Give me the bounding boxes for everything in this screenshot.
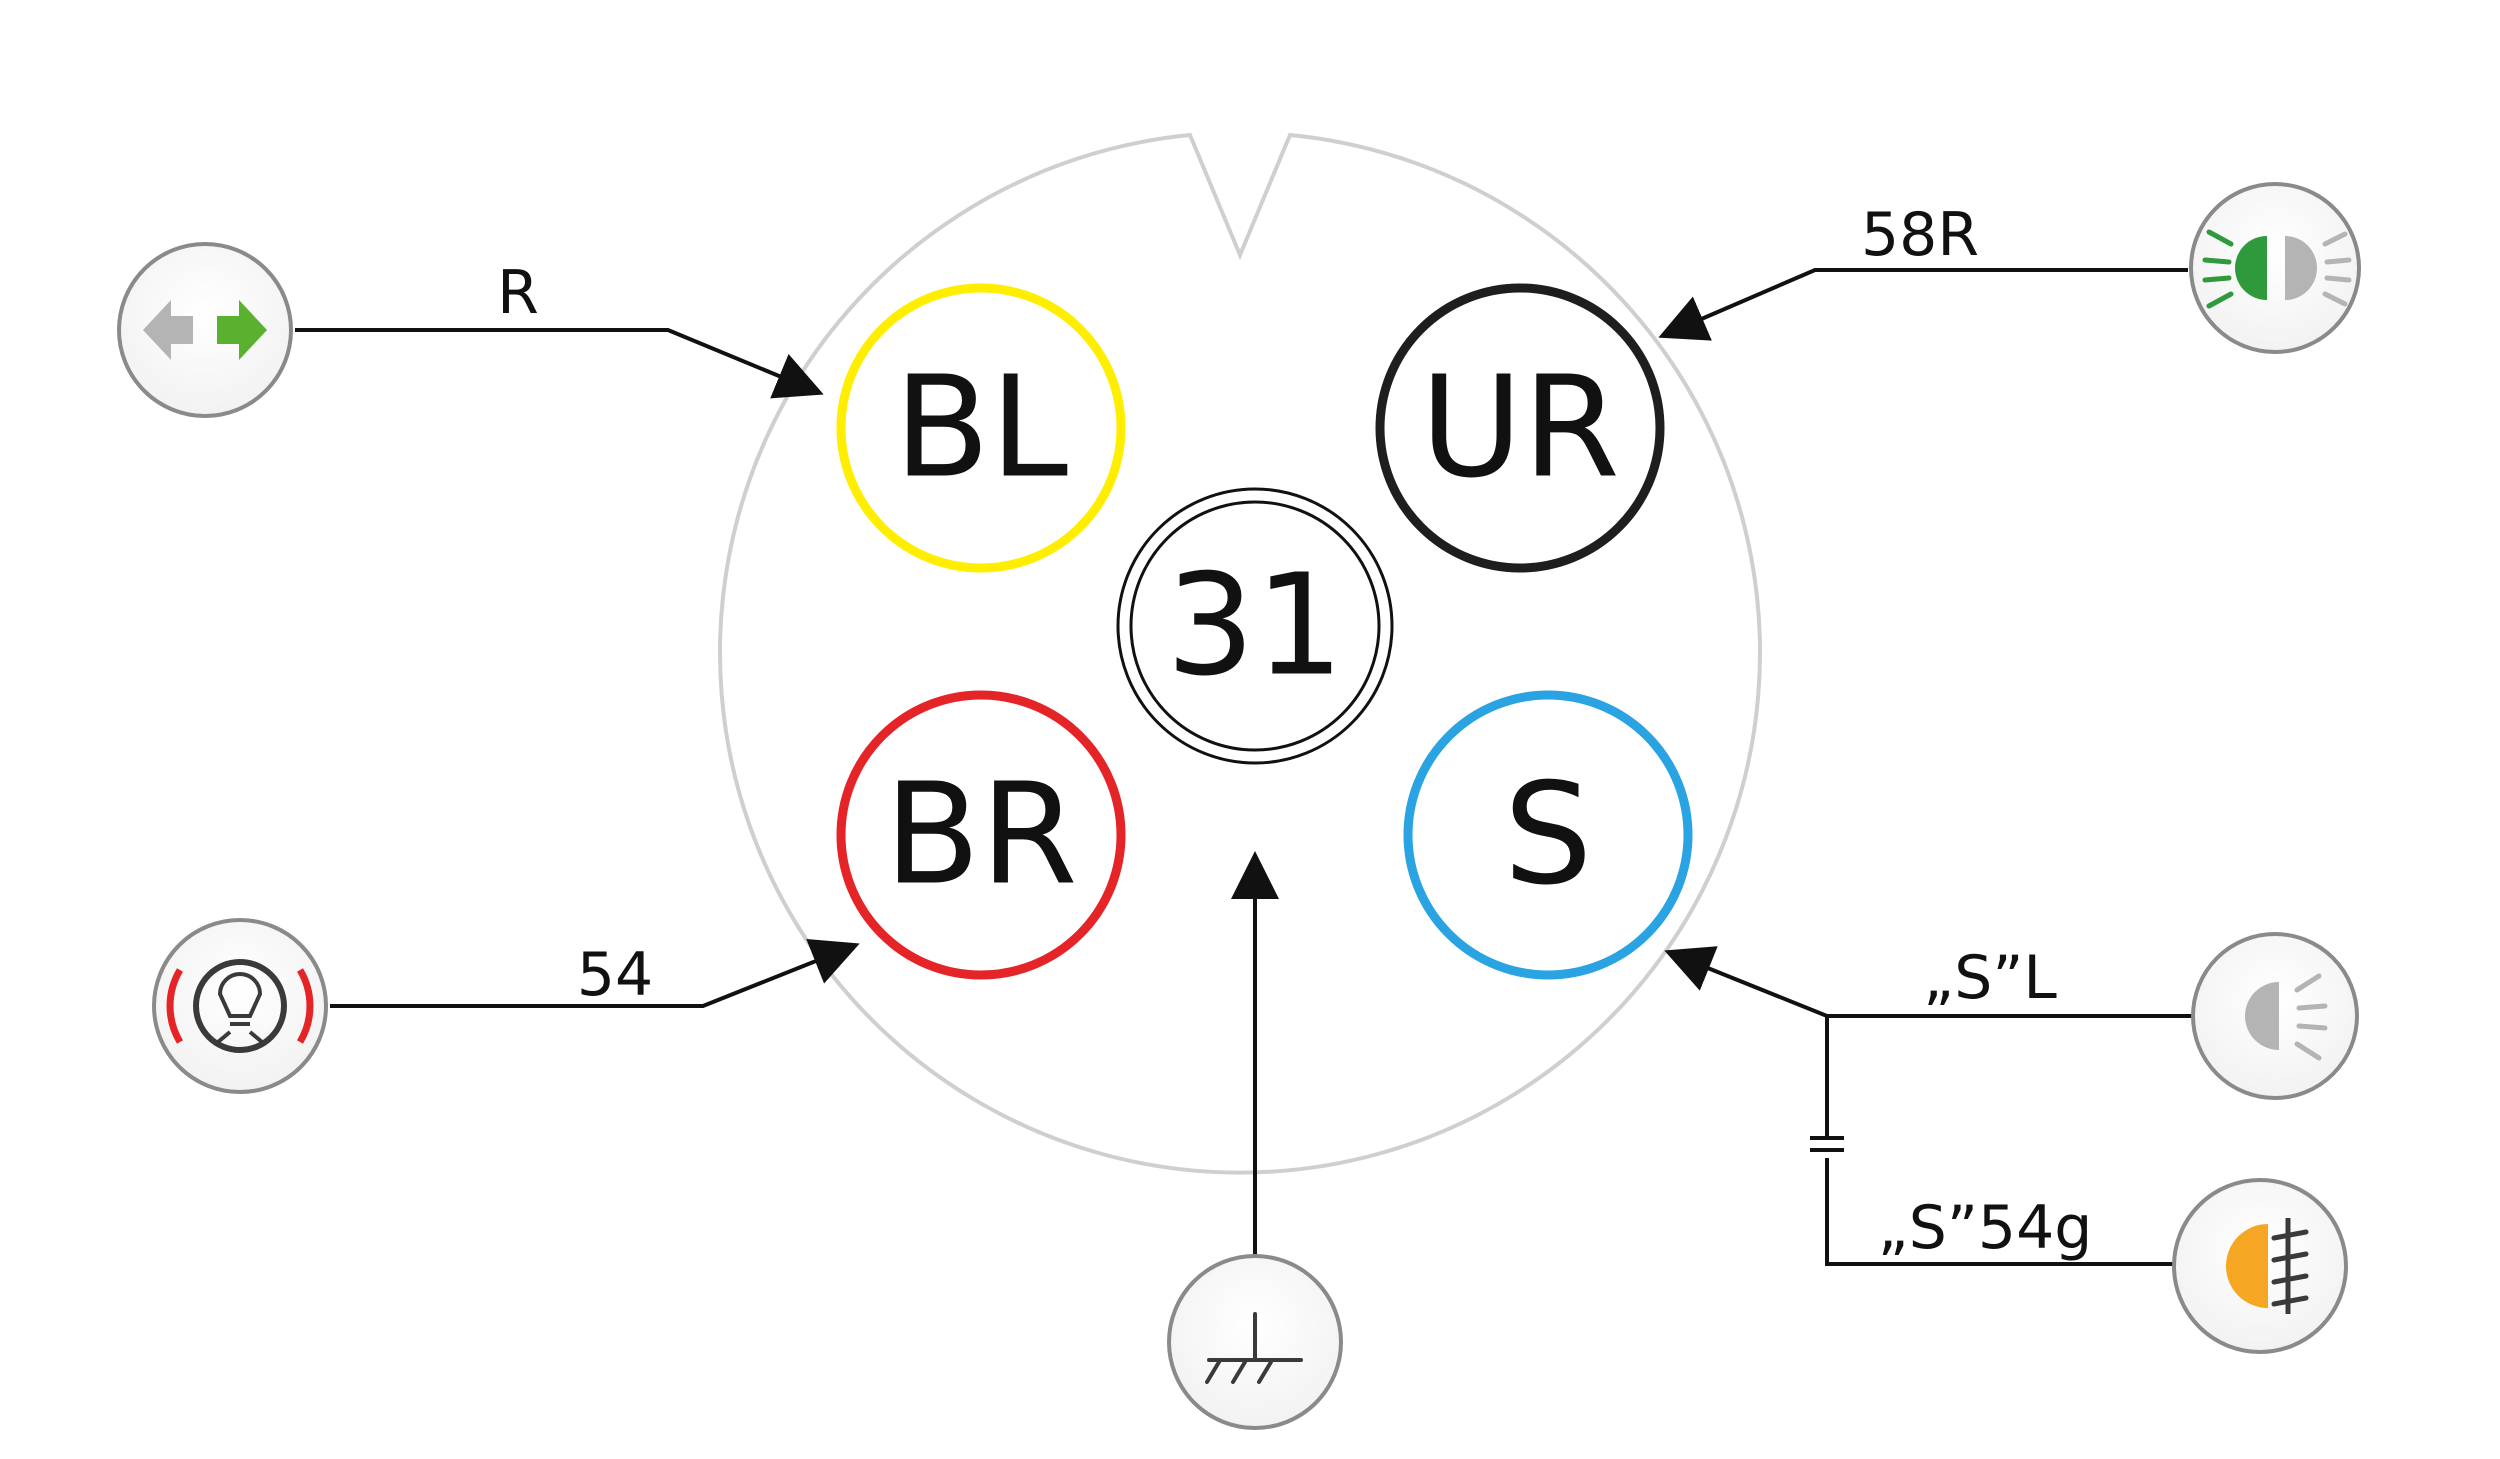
pin-31-label: 31 — [1166, 545, 1344, 708]
connector-outline — [718, 132, 1762, 1175]
pin-bl-label: BL — [894, 347, 1068, 510]
wire-sl-label: „S”L — [1923, 943, 2057, 1013]
turn-signal-icon — [117, 242, 293, 418]
wire-58r-label: 58R — [1861, 200, 1979, 270]
side-marker-light-icon — [2189, 182, 2361, 354]
pin-31-inner-ring — [1129, 500, 1381, 752]
wire-58r — [1658, 268, 2188, 341]
pin-31-outer-ring — [1116, 487, 1394, 765]
pin-bl-ring — [836, 283, 1126, 573]
pin-br-label: BR — [884, 754, 1077, 917]
pin-ur: UR — [1375, 283, 1665, 573]
pin-br: BR — [836, 690, 1126, 980]
tail-light-icon — [2191, 932, 2359, 1100]
wire-s54g — [1825, 1158, 2175, 1266]
wire-54-label: 54 — [577, 940, 653, 1010]
pin-s-ring — [1403, 690, 1693, 980]
brake-light-icon — [152, 918, 328, 1094]
wire-r-label: R — [497, 258, 539, 328]
pin-ur-label: UR — [1420, 347, 1620, 510]
pin-31: 31 — [1116, 487, 1394, 765]
rear-fog-light-icon — [2172, 1178, 2348, 1354]
pin-br-ring — [836, 690, 1126, 980]
pin-s-label: S — [1504, 754, 1593, 917]
pin-bl: BL — [836, 283, 1126, 573]
pin-s: S — [1403, 690, 1693, 980]
wire-s54g-label: „S”54g — [1878, 1193, 2093, 1263]
pin-ur-ring — [1375, 283, 1665, 573]
ground-icon — [1167, 1254, 1343, 1430]
wire-54 — [330, 939, 860, 1008]
wire-r — [295, 328, 824, 399]
